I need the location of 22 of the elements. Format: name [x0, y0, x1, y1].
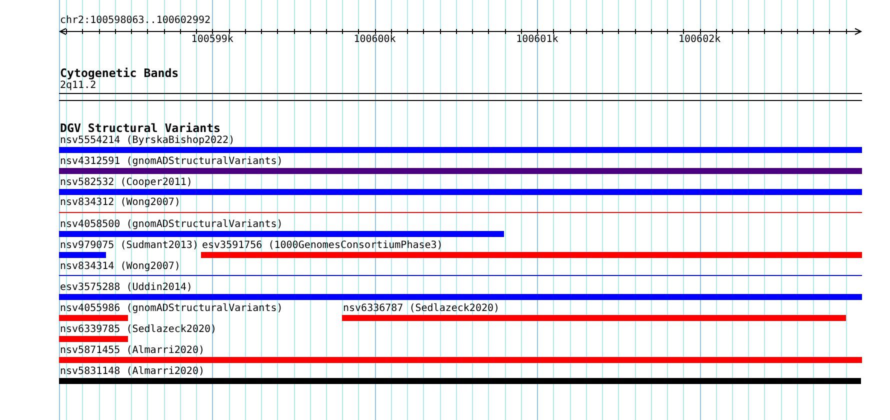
track-heading: Cytogenetic Bands — [60, 66, 179, 80]
feature-label: nsv834312 (Wong2007) — [60, 197, 180, 209]
feature-label: esv3575288 (Uddin2014) — [60, 282, 192, 294]
tick-label: 100601k — [516, 34, 558, 46]
tick-label: 100600k — [354, 34, 396, 46]
feature-label: nsv5554214 (ByrskaBishop2022) — [60, 135, 235, 147]
feature-label: esv3591756 (1000GenomesConsortiumPhase3) — [202, 240, 443, 252]
feature-label: nsv979075 (Sudmant2013) — [60, 240, 198, 252]
feature-label: nsv834314 (Wong2007) — [60, 261, 180, 273]
tick-label: 100599k — [191, 34, 234, 46]
track-heading: DGV Structural Variants — [60, 120, 221, 135]
feature-label: nsv5831148 (Almarri2020) — [60, 366, 204, 378]
feature-label: nsv6339785 (Sedlazeck2020) — [60, 324, 217, 336]
feature-label: nsv5871455 (Almarri2020) — [60, 345, 204, 357]
feature-label: nsv4058500 (gnomADStructuralVariants) — [60, 219, 283, 231]
feature-label: nsv582532 (Cooper2011) — [60, 177, 192, 189]
feature-label: nsv4312591 (gnomADStructuralVariants) — [60, 156, 283, 168]
location-label: chr2:100598063..100602992 — [60, 15, 211, 27]
tick-label: 100602k — [678, 34, 721, 46]
feature-label: nsv6336787 (Sedlazeck2020) — [343, 303, 500, 315]
feature-label: 2q11.2 — [60, 80, 96, 92]
feature-label: nsv4055986 (gnomADStructuralVariants) — [60, 303, 283, 315]
